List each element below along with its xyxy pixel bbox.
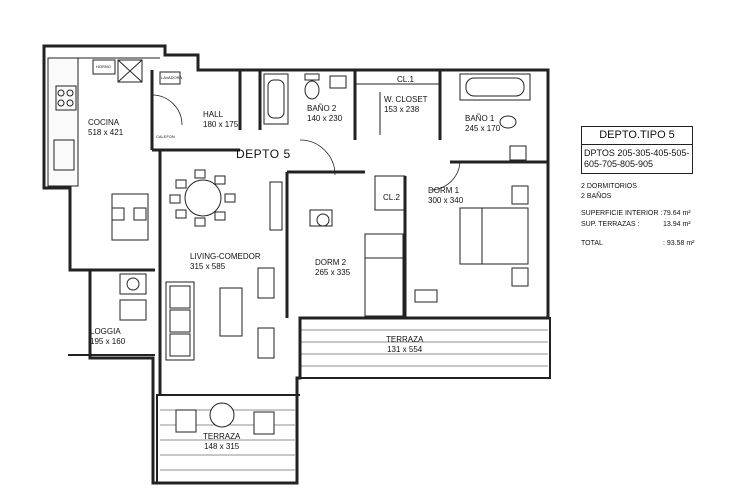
total-value: : 93.58 m² (663, 240, 695, 247)
room-label-wcloset: W. CLOSET 153 x 238 (384, 95, 428, 115)
room-name: BAÑO 1 (465, 114, 495, 123)
appliance-tag-calefon: CALEFON (156, 134, 175, 139)
room-label-cocina: COCINA 518 x 421 (88, 118, 123, 138)
closet-label-cl2: CL.2 (383, 193, 400, 202)
unit-info-panel: DEPTO.TIPO 5 DPTOS 205-305-405-505-605-7… (581, 126, 741, 249)
room-name: W. CLOSET (384, 95, 428, 104)
room-name: LOGGIA (90, 327, 121, 336)
terrace-1 (299, 317, 551, 379)
room-label-dorm1: DORM 1 300 x 340 (428, 186, 463, 206)
dining-table (184, 179, 222, 217)
room-dims: 153 x 238 (384, 105, 420, 114)
room-label-terraza2: TERRAZA 148 x 315 (203, 432, 240, 452)
room-label-bano1: BAÑO 1 245 x 170 (465, 114, 500, 134)
sideboard (269, 181, 283, 231)
total-row: TOTAL : 93.58 m² (581, 238, 741, 249)
area-label: SUPERFICIE INTERIOR : (581, 210, 663, 217)
total-label: TOTAL (581, 240, 603, 247)
area-value: 79.64 m² (663, 210, 691, 217)
terrace-2 (156, 394, 298, 484)
coffee-table (219, 287, 243, 337)
room-dims: 180 x 175 (203, 120, 239, 129)
room-name: TERRAZA (203, 432, 241, 441)
fridge (117, 59, 143, 83)
room-dims: 265 x 335 (315, 268, 351, 277)
room-dims: 131 x 554 (387, 345, 423, 354)
bathtub-1 (459, 73, 531, 101)
room-dims: 148 x 315 (204, 442, 240, 451)
room-label-living: LIVING-COMEDOR 315 x 585 (190, 252, 261, 272)
room-label-dorm2: DORM 2 265 x 335 (315, 258, 350, 278)
area-row: SUP. TERRAZAS : 13.94 m² (581, 219, 741, 230)
bed-2 (364, 233, 404, 317)
sink (53, 139, 75, 171)
area-value: 13.94 m² (663, 221, 691, 228)
room-name: LIVING-COMEDOR (190, 252, 261, 261)
bed-1 (459, 207, 529, 265)
terrace-table (209, 402, 235, 428)
bathtub-2 (263, 73, 289, 125)
room-dims: 140 x 230 (307, 114, 343, 123)
sofa (165, 281, 195, 361)
room-name: TERRAZA (386, 335, 424, 344)
kitchen-counter (47, 57, 79, 187)
basin-2 (329, 75, 347, 89)
room-label-hall: HALL 180 x 175 (203, 110, 238, 130)
room-label-loggia: LOGGIA 195 x 160 (90, 327, 125, 347)
room-dims: 195 x 160 (90, 337, 126, 346)
washing-machine (119, 273, 147, 295)
bedroom-count: 2 DORMITORIOS (581, 183, 637, 190)
room-dims: 245 x 170 (465, 124, 501, 133)
stove (55, 85, 77, 111)
room-dims: 300 x 340 (428, 196, 464, 205)
appliance-tag-lavadora: LAVADORA (161, 75, 183, 80)
unit-type-title: DEPTO.TIPO 5 (582, 127, 692, 145)
room-name: DORM 1 (428, 186, 460, 195)
unit-dept-list: DPTOS 205-305-405-505-605-705-805-905 (584, 148, 690, 169)
room-label-terraza1: TERRAZA 131 x 554 (386, 335, 423, 355)
room-name: HALL (203, 110, 224, 119)
basin-1 (509, 145, 527, 161)
exterior-walls (42, 44, 550, 485)
unit-title: DEPTO 5 (236, 147, 291, 161)
bath-count: 2 BAÑOS (581, 193, 612, 200)
closet-label-cl1: CL.1 (397, 75, 414, 84)
room-dims: 518 x 421 (88, 128, 124, 137)
area-label: SUP. TERRAZAS : (581, 221, 640, 228)
room-label-bano2: BAÑO 2 140 x 230 (307, 104, 342, 124)
area-row: SUPERFICIE INTERIOR : 79.64 m² (581, 208, 741, 219)
room-name: BAÑO 2 (307, 104, 337, 113)
appliance-tag-horno: HORNO (96, 64, 111, 69)
room-name: DORM 2 (315, 258, 347, 267)
room-dims: 315 x 585 (190, 262, 226, 271)
unit-info-box: DEPTO.TIPO 5 DPTOS 205-305-405-505-605-7… (581, 126, 693, 174)
room-name: COCINA (88, 118, 120, 127)
